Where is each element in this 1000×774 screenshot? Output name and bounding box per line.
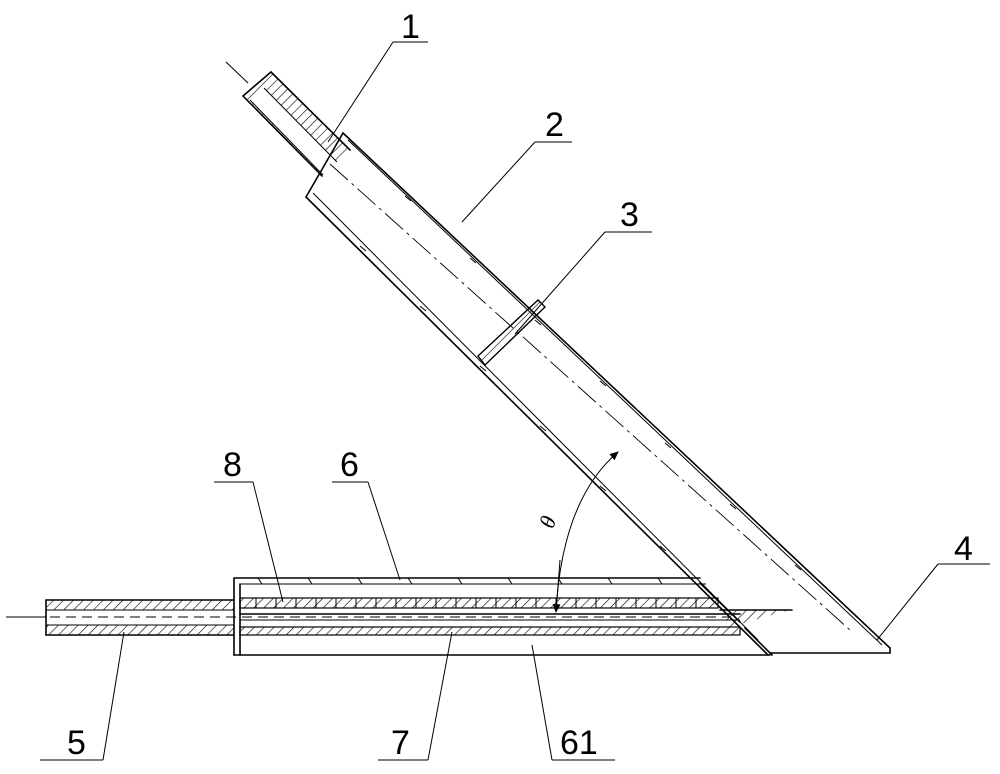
separator-plate-3	[477, 299, 546, 367]
housing-6	[233, 577, 771, 656]
label-1: 1	[401, 8, 420, 46]
inclined-tube-2	[305, 132, 891, 656]
leader-lines	[40, 41, 990, 761]
label-5: 5	[67, 724, 86, 762]
angle-theta-arc	[552, 451, 619, 613]
label-2: 2	[545, 106, 564, 144]
label-7: 7	[391, 724, 410, 762]
inlet-tube-1	[225, 61, 351, 177]
label-61: 61	[560, 724, 598, 762]
label-4: 4	[954, 530, 973, 568]
inlet-tube-5	[6, 599, 235, 636]
lower-strip-7	[239, 613, 741, 636]
perforated-strip-8	[239, 597, 719, 609]
label-6: 6	[340, 446, 359, 484]
label-theta: θ	[534, 512, 561, 531]
label-3: 3	[620, 196, 639, 234]
outlet-junction-4	[699, 582, 891, 656]
label-8: 8	[223, 446, 242, 484]
